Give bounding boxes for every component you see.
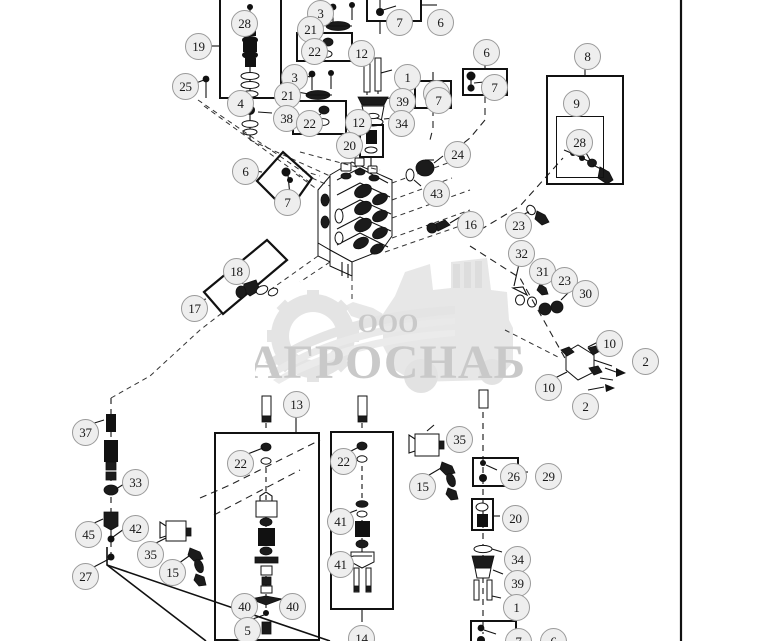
callout-35[interactable]: 35 (446, 426, 473, 453)
callout-15[interactable]: 15 (409, 473, 436, 500)
callout-26[interactable]: 26 (500, 463, 527, 490)
item-23-upper (519, 204, 549, 225)
callout-38[interactable]: 38 (273, 105, 300, 132)
callout-5[interactable]: 5 (234, 617, 261, 641)
callout-22[interactable]: 22 (301, 38, 328, 65)
callout-43[interactable]: 43 (423, 180, 450, 207)
construction-rays (250, 140, 470, 300)
callout-7[interactable]: 7 (274, 189, 301, 216)
callout-25[interactable]: 25 (172, 73, 199, 100)
callout-16[interactable]: 16 (457, 211, 484, 238)
right-lower-column (472, 389, 528, 641)
box13-contents (245, 395, 288, 635)
page-border (107, 0, 681, 641)
callout-6[interactable]: 6 (427, 9, 454, 36)
callout-23[interactable]: 23 (505, 212, 532, 239)
callout-19[interactable]: 19 (185, 33, 212, 60)
callout-28[interactable]: 28 (231, 10, 258, 37)
callout-12[interactable]: 12 (348, 40, 375, 67)
callout-7[interactable]: 7 (481, 74, 508, 101)
callout-40[interactable]: 40 (231, 593, 258, 620)
callout-7[interactable]: 7 (386, 9, 413, 36)
callout-45[interactable]: 45 (75, 521, 102, 548)
item-10-2-valves (555, 342, 626, 392)
item-37-stack (88, 398, 124, 569)
callout-10[interactable]: 10 (535, 374, 562, 401)
callout-10[interactable]: 10 (596, 330, 623, 357)
callout-28[interactable]: 28 (566, 129, 593, 156)
callout-32[interactable]: 32 (508, 240, 535, 267)
item-24-43 (405, 156, 443, 186)
callout-7[interactable]: 7 (425, 87, 452, 114)
callout-9[interactable]: 9 (563, 90, 590, 117)
main-valve-body (318, 157, 392, 278)
callout-42[interactable]: 42 (122, 515, 149, 542)
callout-17[interactable]: 17 (181, 295, 208, 322)
item-7-upper-box (376, 0, 397, 16)
callout-2[interactable]: 2 (572, 393, 599, 420)
callout-22[interactable]: 22 (330, 448, 357, 475)
callout-40[interactable]: 40 (279, 593, 306, 620)
callout-27[interactable]: 27 (72, 563, 99, 590)
callout-39[interactable]: 39 (504, 570, 531, 597)
callout-33[interactable]: 33 (122, 469, 149, 496)
callout-6[interactable]: 6 (473, 39, 500, 66)
callout-15[interactable]: 15 (159, 559, 186, 586)
callout-1[interactable]: 1 (394, 64, 421, 91)
callout-8[interactable]: 8 (574, 43, 601, 70)
callout-24[interactable]: 24 (444, 141, 471, 168)
callout-41[interactable]: 41 (327, 551, 354, 578)
callout-13[interactable]: 13 (283, 391, 310, 418)
callout-20[interactable]: 20 (336, 132, 363, 159)
callout-35[interactable]: 35 (137, 541, 164, 568)
box-13 (214, 432, 320, 641)
callout-37[interactable]: 37 (72, 419, 99, 446)
callout-34[interactable]: 34 (388, 110, 415, 137)
callout-2[interactable]: 2 (632, 348, 659, 375)
callout-22[interactable]: 22 (227, 450, 254, 477)
callout-41[interactable]: 41 (327, 508, 354, 535)
callout-1[interactable]: 1 (503, 594, 530, 621)
callout-30[interactable]: 30 (572, 280, 599, 307)
callout-12[interactable]: 12 (345, 109, 372, 136)
box14-contents (344, 395, 374, 593)
callout-34[interactable]: 34 (504, 546, 531, 573)
callout-4[interactable]: 4 (227, 90, 254, 117)
box-20-bottom (471, 498, 494, 531)
callout-20[interactable]: 20 (502, 505, 529, 532)
callout-6[interactable]: 6 (232, 158, 259, 185)
item-35-15-left (152, 521, 206, 586)
callout-18[interactable]: 18 (223, 258, 250, 285)
box-8 (546, 75, 624, 185)
callout-22[interactable]: 22 (296, 110, 323, 137)
callout-29[interactable]: 29 (535, 463, 562, 490)
callout-21[interactable]: 21 (274, 82, 301, 109)
